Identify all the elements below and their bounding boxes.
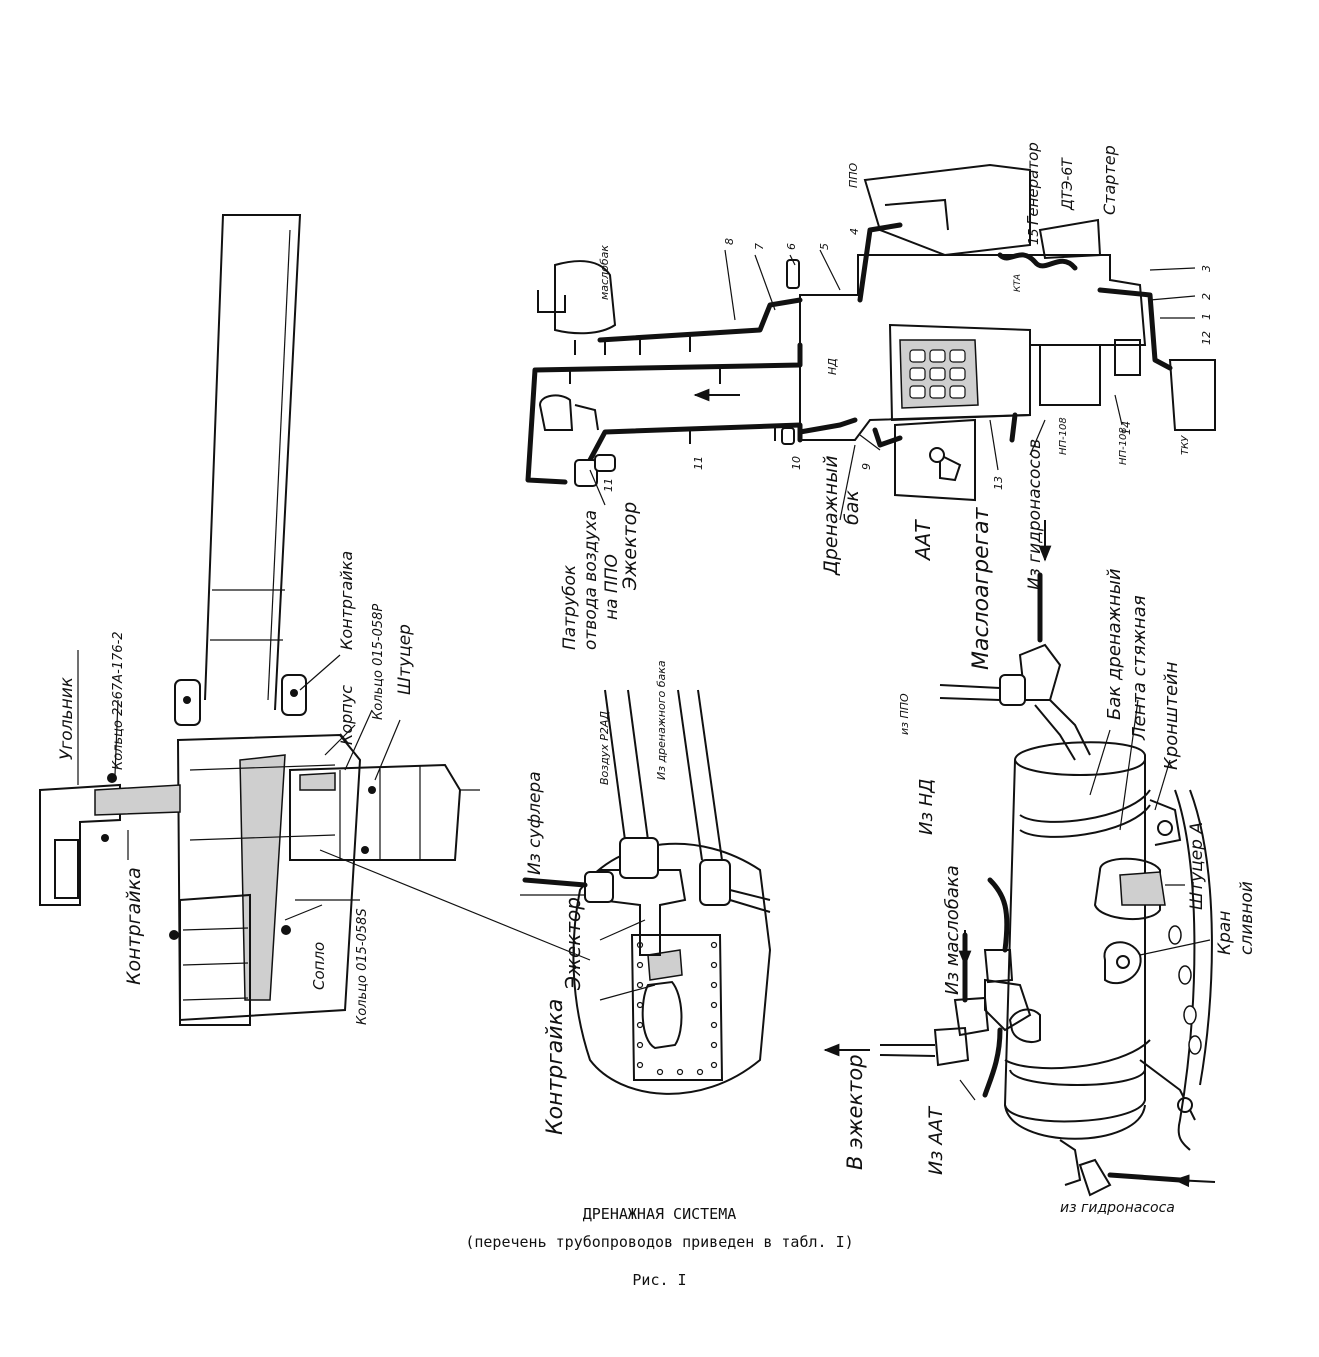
- caption-subtitle: (перечень трубопроводов приведен в табл.…: [465, 1233, 854, 1251]
- label-vozduh: Воздух Р2АД: [598, 711, 611, 785]
- label-kolco-015-058s: Кольцо 015-058S: [355, 908, 370, 1025]
- label-generator: Генератор: [1024, 142, 1042, 225]
- label-iz-suflera: Из суфлера: [525, 771, 545, 875]
- callout-11a: 11: [692, 456, 705, 470]
- callout-7: 7: [753, 243, 766, 250]
- label-shtucer: Штуцер: [395, 624, 415, 695]
- callout-6: 6: [785, 243, 798, 250]
- figure-caption: ДРЕНАЖНАЯ СИСТЕМА (перечень трубопроводо…: [0, 1200, 1319, 1294]
- label-drenazhny-bak-line1: Дренажный: [820, 455, 842, 576]
- label-ppo-top: ППО: [847, 162, 860, 188]
- left-detail-labels: Угольник Кольцо 2267А-176-2 Контргайка К…: [57, 551, 415, 1025]
- drain-tank-drawing: [823, 572, 1216, 1197]
- label-nd: НД: [826, 358, 839, 375]
- label-patrubok-line1: Патрубок: [560, 564, 580, 650]
- label-iz-nd: Из НД: [916, 779, 937, 835]
- callout-8: 8: [723, 238, 736, 245]
- label-tku: ТКУ: [1180, 435, 1191, 455]
- label-kontrgaika-left: Контргайка: [123, 867, 145, 985]
- label-masloagregat: Маслоагрегат: [969, 506, 994, 670]
- callout-11b: 11: [602, 478, 615, 492]
- engine-scheme-labels: маслобак ППО Генератор 15 ДТЭ-6Т Стартер…: [560, 142, 1213, 670]
- label-kran-line2: сливной: [1237, 881, 1257, 955]
- label-patrubok-line2: отвода воздуха: [581, 510, 601, 650]
- callout-2: 2: [1200, 293, 1213, 300]
- callout-3: 3: [1200, 265, 1213, 272]
- label-iz-gidronasosov: Из гидронасосов: [1025, 439, 1045, 590]
- label-lenta: Лента стяжная: [1129, 595, 1150, 741]
- label-iz-gidronasosa: из гидронасоса: [1060, 1200, 1175, 1216]
- label-ezhektor-top: Эжектор: [619, 502, 641, 591]
- label-kolco-015-058p: Кольцо 015-058Р: [371, 604, 386, 720]
- caption-figure: Рис. I: [632, 1271, 687, 1289]
- label-iz-drenazhnogo: Из дренажного бака: [655, 660, 668, 780]
- label-soplo: Сопло: [310, 942, 328, 990]
- label-iz-maslobaka: Из маслобака: [942, 865, 963, 995]
- caption-title: ДРЕНАЖНАЯ СИСТЕМА: [582, 1205, 737, 1223]
- callout-10: 10: [790, 456, 803, 470]
- ejector-detail-drawing: [520, 689, 772, 1095]
- label-15: 15: [1027, 228, 1042, 245]
- label-kta: КТА: [1013, 274, 1023, 292]
- label-ezhektor-middle: Эжектор: [561, 897, 585, 991]
- label-kolco-2267: Кольцо 2267А-176-2: [111, 631, 126, 770]
- callout-5: 5: [818, 243, 831, 250]
- label-np108b: НП-108: [1118, 427, 1129, 465]
- label-ugolnik: Угольник: [57, 676, 77, 760]
- label-drenazhny-bak-line2: бак: [841, 490, 863, 525]
- callout-13: 13: [992, 476, 1005, 490]
- callout-12: 12: [1200, 331, 1213, 345]
- label-bak-drenazhny: Бак дренажный: [1104, 568, 1125, 720]
- label-korpus: Корпус: [337, 685, 356, 745]
- left-fitting-drawing: [39, 214, 591, 1026]
- callout-4: 4: [848, 228, 861, 235]
- label-kontrgaika-top: Контргайка: [337, 551, 356, 650]
- drain-tank-labels: Бак дренажный Лента стяжная Кронштейн Шт…: [843, 568, 1257, 1216]
- label-maslobak: маслобак: [598, 245, 611, 300]
- engine-scheme-drawing: [525, 163, 1216, 562]
- callout-9: 9: [860, 463, 873, 470]
- label-iz-aat: Из ААТ: [925, 1106, 947, 1175]
- label-dtz: ДТЭ-6Т: [1060, 157, 1076, 211]
- label-starter: Стартер: [1100, 145, 1119, 215]
- label-aat: ААТ: [911, 519, 935, 562]
- label-kran-line1: Кран: [1215, 911, 1235, 955]
- callout-14: 14: [1120, 421, 1133, 435]
- label-v-ezhektor: В эжектор: [843, 1054, 867, 1170]
- label-iz-ppo: из ППО: [898, 693, 911, 735]
- label-shtucer-a: Штуцер А: [1187, 822, 1207, 910]
- callout-1: 1: [1200, 313, 1213, 320]
- label-kontrgaika-middle: Контргайка: [543, 999, 568, 1135]
- label-np108a: НП-108: [1058, 417, 1069, 455]
- label-kronshtein: Кронштейн: [1161, 661, 1182, 770]
- label-patrubok-line3: на ППО: [602, 554, 622, 620]
- ejector-detail-labels: Из суфлера Воздух Р2АД Из дренажного бак…: [525, 660, 668, 1135]
